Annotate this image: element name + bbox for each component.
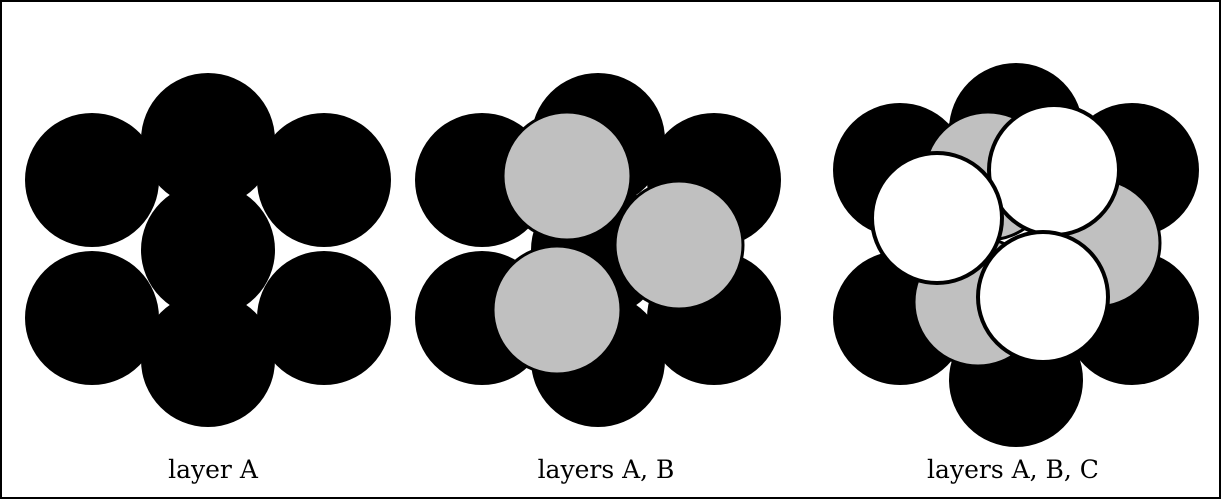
sphere-a-top (141, 73, 275, 207)
sphere-a-center (141, 183, 275, 317)
sphere-c-left (870, 151, 1004, 285)
caption-layers-a-b-c: layers A, B, C (927, 455, 1099, 484)
sphere-b-right (613, 179, 745, 311)
sphere-a-right-top (257, 113, 391, 247)
sphere-a-bottom (141, 293, 275, 427)
sphere-a-left-top (25, 113, 159, 247)
caption-layer-a: layer A (168, 455, 258, 484)
sphere-c-top (987, 103, 1121, 237)
sphere-b-bottom (491, 244, 623, 376)
panel-layer-a (25, 73, 391, 427)
caption-layers-a-b: layers A, B (537, 455, 675, 484)
panel-layers-a-b-c (833, 63, 1199, 447)
panel-layers-a-b (415, 73, 781, 427)
sphere-a-right-bottom (257, 251, 391, 385)
sphere-a-left-bottom (25, 251, 159, 385)
sphere-c-bottom (976, 230, 1110, 364)
sphere-b-top (501, 110, 633, 242)
